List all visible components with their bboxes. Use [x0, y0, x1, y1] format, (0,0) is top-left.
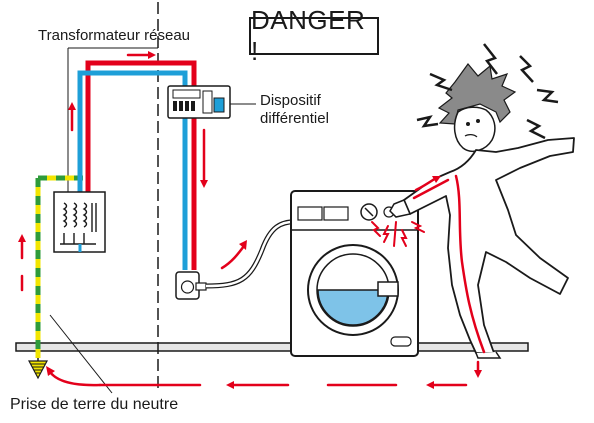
hair [437, 63, 517, 125]
floor [15, 342, 529, 352]
danger-sign: DANGER ! [249, 5, 379, 66]
shock-zigzags [416, 43, 559, 140]
earth-leader [49, 314, 113, 394]
hand [389, 199, 412, 218]
face [453, 106, 496, 152]
neutral-wire [77, 70, 188, 270]
device-label-line2: différentiel [260, 110, 329, 127]
transformer-label: Transformateur réseau [38, 27, 191, 44]
wall-socket [175, 271, 207, 300]
transformer-box [53, 191, 106, 253]
appliance-cable [205, 219, 301, 289]
current-through-body [412, 174, 486, 354]
live-wire [85, 60, 197, 270]
current-direction-arrows [18, 51, 482, 389]
body [403, 137, 575, 354]
earth-label: Prise de terre du neutre [10, 396, 179, 413]
device-label-line1: Dispositif [260, 92, 321, 109]
person-receiving-shock [389, 63, 575, 359]
electric-shock-sparks-icon [371, 221, 425, 247]
danger-text: DANGER ! [251, 5, 366, 66]
washing-machine [290, 190, 419, 357]
earth-ground-icon [28, 358, 48, 380]
earth-wire [35, 175, 83, 358]
differential-device [167, 85, 231, 119]
